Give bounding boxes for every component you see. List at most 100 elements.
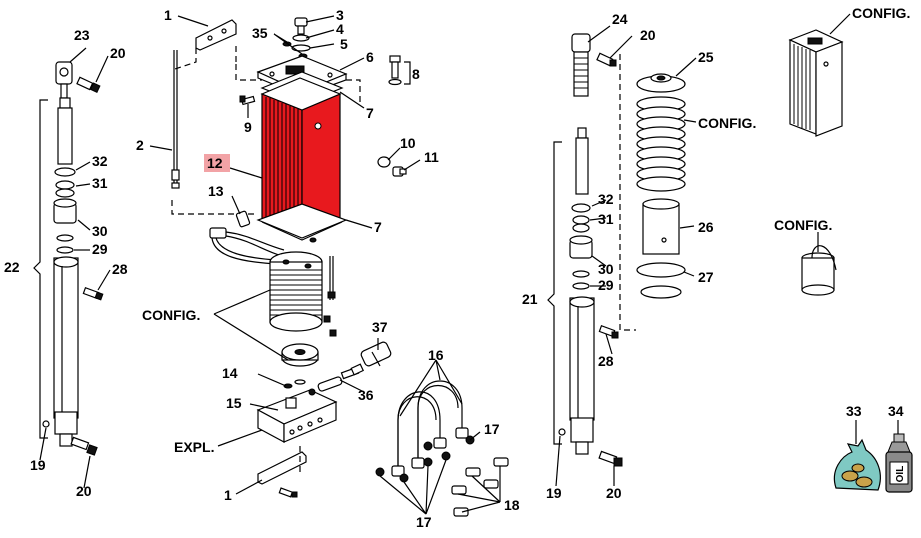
small-washer[interactable] [309,237,317,243]
motor-coil[interactable] [269,251,323,332]
oil-bottle-part-34[interactable] [885,433,913,493]
callout-13[interactable]: 13 [208,183,224,199]
bolt-part-3[interactable] [294,17,308,35]
spring[interactable] [636,96,686,192]
piston-rod[interactable] [57,107,73,165]
right-cylinder-barrel[interactable] [569,296,595,455]
callout-30-right[interactable]: 30 [598,261,614,277]
label-config-capacitor[interactable]: CONFIG. [774,217,832,233]
screw-part-28-right[interactable] [598,325,619,339]
callout-6[interactable]: 6 [366,49,374,65]
callout-8[interactable]: 8 [412,66,420,82]
callout-18[interactable]: 18 [504,497,520,513]
screw-part-20-top[interactable] [76,76,101,93]
callout-23[interactable]: 23 [74,27,90,43]
small-nut-a[interactable] [323,315,331,323]
guide-part-30[interactable] [53,198,77,224]
reservoir-housing-part-12[interactable] [260,77,342,235]
callout-2[interactable]: 2 [136,137,144,153]
callout-15[interactable]: 15 [226,395,242,411]
valve-part-36[interactable] [308,366,360,396]
callout-12[interactable]: 12 [207,155,223,171]
snap-ring[interactable] [640,285,682,299]
callout-20-left-bottom[interactable]: 20 [76,483,92,499]
oring-part-29-top[interactable] [56,234,74,242]
bracket-part-1-bottom[interactable] [257,451,307,485]
callout-26[interactable]: 26 [698,219,714,235]
callout-4[interactable]: 4 [336,21,344,37]
callout-20-right-top[interactable]: 20 [640,27,656,43]
label-expl[interactable]: EXPL. [174,439,214,455]
callout-3[interactable]: 3 [336,7,344,23]
callout-31-left[interactable]: 31 [92,175,108,191]
callout-32-right[interactable]: 32 [598,191,614,207]
oring-part-29[interactable] [56,246,74,254]
callout-7-bottom[interactable]: 7 [374,219,382,235]
callout-28-left[interactable]: 28 [112,261,128,277]
right-rod-thread[interactable] [577,127,587,139]
screw-part-28-left[interactable] [82,287,104,301]
callout-24[interactable]: 24 [612,11,628,27]
nut-part-5[interactable] [291,44,311,52]
washer-part-4[interactable] [292,34,310,42]
clevis-part-24[interactable] [571,33,591,97]
right-piston-rod[interactable] [575,137,589,195]
callout-1-top[interactable]: 1 [164,7,172,23]
callout-35[interactable]: 35 [252,25,268,41]
seal-part-10[interactable] [377,156,391,168]
screw-part-20-right-top[interactable] [596,52,617,67]
callout-27[interactable]: 27 [698,269,714,285]
callout-21[interactable]: 21 [522,291,538,307]
pin-part-19-left[interactable] [42,420,50,428]
callout-20-right-bottom[interactable]: 20 [606,485,622,501]
ring-part-31[interactable] [55,180,75,190]
oring-part-29-right-top[interactable] [572,270,590,278]
cylinder-barrel[interactable] [53,256,79,447]
callout-11[interactable]: 11 [424,149,439,165]
callout-10[interactable]: 10 [400,135,416,151]
label-config-coil[interactable]: CONFIG. [142,307,200,323]
guide-part-30-right[interactable] [569,235,593,259]
solenoid-part-37[interactable] [350,341,392,376]
callout-7-top[interactable]: 7 [366,105,374,121]
callout-19-left[interactable]: 19 [30,457,46,473]
screw-part-9[interactable] [239,95,256,106]
spring-cap-part-25[interactable] [636,73,686,93]
label-config-spring[interactable]: CONFIG. [698,115,756,131]
washer-part-32[interactable] [54,167,76,177]
plug-part-11[interactable] [392,166,407,177]
config-reservoir-preview[interactable] [788,29,844,137]
washer-part-32-right[interactable] [571,203,591,213]
callout-29-left[interactable]: 29 [92,241,108,257]
clevis-part-23[interactable] [55,61,73,99]
callout-37[interactable]: 37 [372,319,388,335]
ring-part-27[interactable] [636,262,686,278]
callout-17-b[interactable]: 17 [416,514,432,530]
motor-bolt[interactable] [327,256,336,300]
ring-part-31-right[interactable] [572,215,590,225]
callout-19-right[interactable]: 19 [546,485,562,501]
callout-22[interactable]: 22 [4,259,20,275]
manifold-block-part-15[interactable] [256,389,338,444]
rod-thread[interactable] [59,97,71,109]
seal-kit-bag-part-33[interactable] [833,438,881,491]
label-config-corner[interactable]: CONFIG. [852,5,910,21]
callout-5[interactable]: 5 [340,36,348,52]
callout-25[interactable]: 25 [698,49,714,65]
bolt-part-8[interactable] [388,55,402,86]
callout-34[interactable]: 34 [888,403,904,419]
tube-part-26[interactable] [642,198,680,255]
seal-rings-part-17[interactable] [375,435,475,483]
pin-part-19-right[interactable] [558,428,566,436]
screw-part-20-bottom[interactable] [70,436,98,456]
screw-part-20-right-bottom[interactable] [598,450,623,467]
tie-rod-part-2[interactable] [171,50,180,189]
callout-20-left-top[interactable]: 20 [110,45,126,61]
callout-31-right[interactable]: 31 [598,211,614,227]
callout-16[interactable]: 16 [428,347,444,363]
callout-30-left[interactable]: 30 [92,223,108,239]
callout-32-left[interactable]: 32 [92,153,108,169]
screw-bracket-bottom[interactable] [278,487,298,498]
config-capacitor[interactable] [801,245,837,296]
callout-36[interactable]: 36 [358,387,374,403]
